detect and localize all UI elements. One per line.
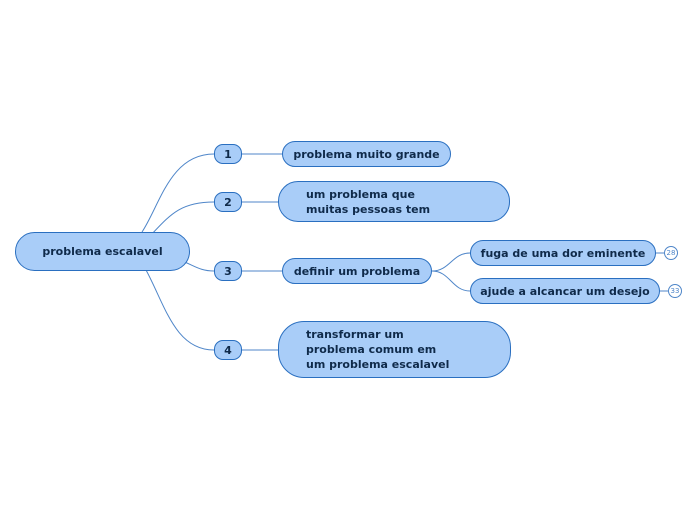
connector-3-child-1: [431, 252, 471, 272]
subtopic-node-label: fuga de uma dor eminente: [480, 246, 646, 260]
branch-node-label: transformar um problema comum em um prob…: [306, 328, 450, 371]
root-topic[interactable]: problema escalavel: [15, 232, 190, 271]
root-topic-label: problema escalavel: [42, 245, 163, 258]
branch-node-label: problema muito grande: [293, 147, 440, 161]
connector-root-2: [149, 201, 215, 237]
branch-number-label: 1: [224, 147, 232, 161]
branch-number-label: 3: [224, 264, 232, 278]
branch-number-1[interactable]: 1: [214, 144, 242, 164]
subtopic-node-1[interactable]: fuga de uma dor eminente: [470, 240, 656, 266]
connector-root-1: [141, 153, 215, 233]
connector-3-child-2: [431, 270, 471, 292]
branch-node-label: um problema que muitas pessoas tem: [306, 187, 431, 216]
connector-root-4: [145, 269, 215, 351]
branch-node-label: definir um problema: [293, 264, 421, 278]
subtopic-count-badge[interactable]: 33: [668, 284, 682, 298]
branch-node-4[interactable]: transformar um problema comum em um prob…: [278, 321, 511, 378]
subtopic-node-label: ajude a alcancar um desejo: [480, 284, 650, 298]
branch-node-2[interactable]: um problema que muitas pessoas tem: [278, 181, 510, 222]
branch-number-label: 2: [224, 195, 232, 209]
subtopic-count-label: 28: [666, 249, 676, 257]
branch-node-1[interactable]: problema muito grande: [282, 141, 451, 167]
branch-node-3[interactable]: definir um problema: [282, 258, 432, 284]
branch-number-2[interactable]: 2: [214, 192, 242, 212]
branch-number-3[interactable]: 3: [214, 261, 242, 281]
subtopic-node-2[interactable]: ajude a alcancar um desejo: [470, 278, 660, 304]
subtopic-count-badge[interactable]: 28: [664, 246, 678, 260]
branch-number-label: 4: [224, 343, 232, 357]
subtopic-count-label: 33: [670, 287, 680, 295]
branch-number-4[interactable]: 4: [214, 340, 242, 360]
